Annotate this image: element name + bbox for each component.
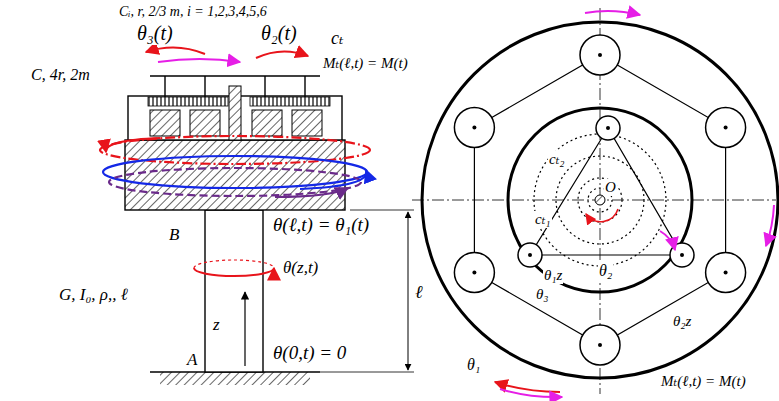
- label-holder: Mₜ(ℓ,t) = M(t): [660, 372, 747, 390]
- figure-label: θ₃(t): [136, 22, 174, 45]
- label-holder: cₜ₁: [534, 210, 552, 228]
- figure-label: Mₜ(ℓ,t) = M(t): [322, 55, 409, 72]
- label-holder: θ₁z: [543, 266, 563, 284]
- figure-label: θ(ℓ,t) = θ₁(t): [272, 214, 370, 236]
- label-holder: A: [186, 350, 198, 370]
- figure-label: G, I₀, ρ,, ℓ: [58, 285, 129, 305]
- figure-label: z: [212, 315, 221, 335]
- figure-label: θ₂(t): [260, 22, 298, 45]
- figure-label: Cᵢ, r, 2/3 m, i = 1,2,3,4,5,6: [118, 4, 268, 20]
- figure-label: θ₂: [598, 262, 613, 280]
- label-holder: θ(z,t): [282, 258, 319, 278]
- label-holder: θ₃(t): [136, 22, 174, 45]
- label-holder: θ₁: [466, 356, 481, 374]
- figure-label: cₜ₂: [548, 151, 566, 168]
- figure-label: θ(0,t) = 0: [272, 342, 347, 364]
- label-holder: z: [212, 315, 221, 335]
- label-holder: θ(ℓ,t) = θ₁(t): [272, 214, 370, 236]
- label-holder: C, 4r, 2m: [30, 66, 91, 84]
- label-holder: Cᵢ, r, 2/3 m, i = 1,2,3,4,5,6: [118, 2, 268, 20]
- figure-label: ℓ: [414, 282, 424, 303]
- figure-label: cₜ₁: [534, 211, 552, 228]
- figure-label: C, 4r, 2m: [30, 66, 91, 84]
- figure-label: A: [186, 350, 198, 370]
- figure-label: cₜ: [330, 28, 344, 49]
- figure-label: θ₂z: [672, 313, 692, 330]
- label-holder: O: [604, 178, 617, 196]
- label-holder: ℓ: [414, 282, 424, 303]
- figure-label: θ₁z: [543, 267, 563, 284]
- figure-label: θ₃: [535, 286, 550, 303]
- label-holder: G, I₀, ρ,, ℓ: [58, 285, 129, 305]
- label-holder: cₜ₂: [548, 150, 566, 168]
- label-holder: θ₂: [598, 262, 613, 280]
- label-holder: θ₃: [535, 285, 550, 303]
- label-holder: Mₜ(ℓ,t) = M(t): [322, 54, 409, 72]
- label-holder: θ₂(t): [260, 22, 298, 45]
- label-holder: θ(0,t) = 0: [272, 342, 347, 364]
- figure-label: B: [168, 225, 180, 245]
- right-figure: [412, 8, 778, 397]
- label-holder: cₜ: [330, 28, 344, 49]
- label-holder: B: [168, 225, 180, 245]
- figure-label: θ(z,t): [282, 258, 319, 278]
- left-figure: [100, 47, 414, 385]
- figure-label: O: [604, 179, 617, 196]
- figure-label: θ₁: [466, 356, 481, 374]
- label-holder: θ₂z: [672, 312, 692, 330]
- figure-label: Mₜ(ℓ,t) = M(t): [660, 373, 747, 390]
